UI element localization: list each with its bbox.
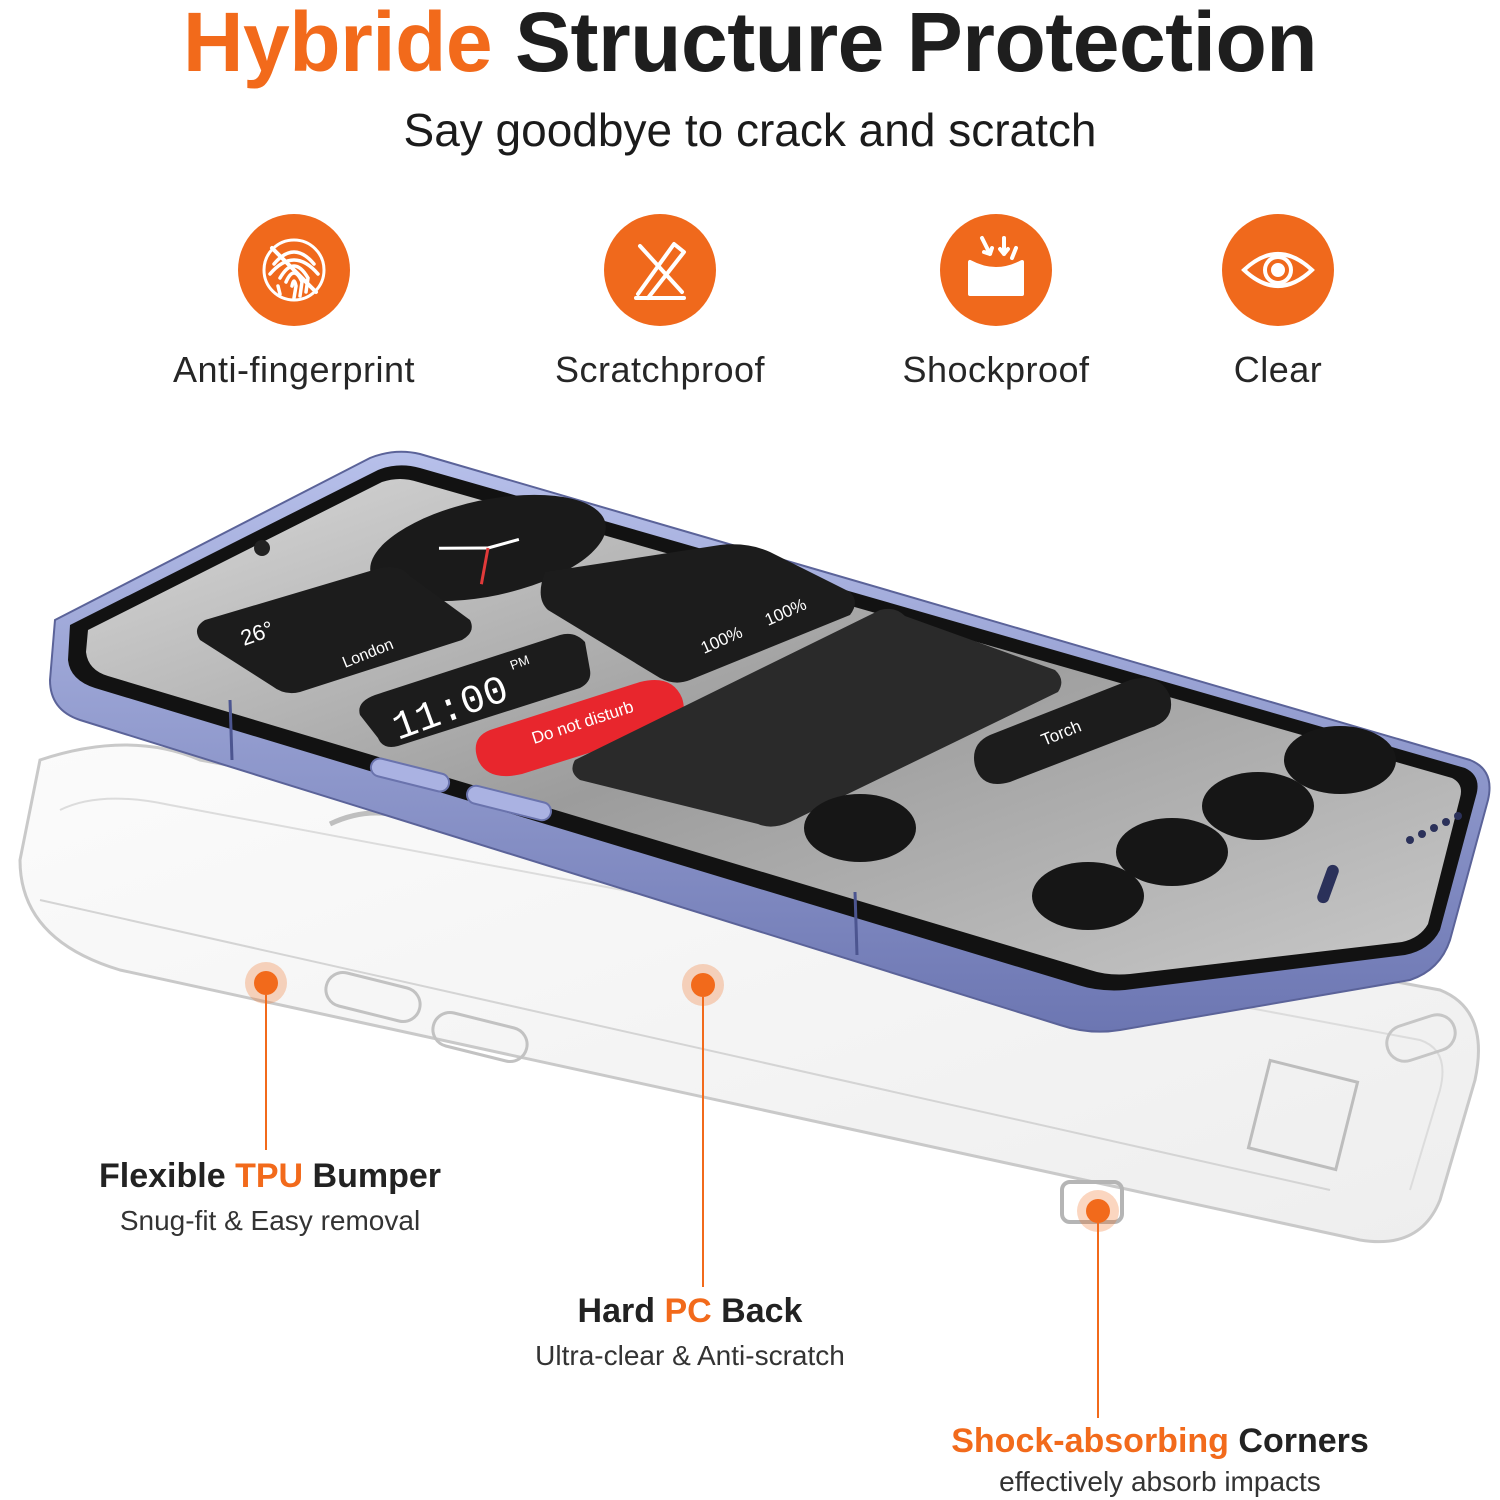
callout-subtitle: Ultra-clear & Anti-scratch <box>535 1340 845 1371</box>
page-subtitle: Say goodbye to crack and scratch <box>403 104 1097 156</box>
feature-anti-fingerprint: Anti-fingerprint <box>134 214 454 392</box>
impact-arrows-icon <box>940 214 1052 326</box>
corner-leader-line <box>1097 1223 1099 1418</box>
title-accent: Hybride <box>182 0 493 89</box>
bumper-marker <box>254 971 278 995</box>
callout-title: Shock-absorbing Corners <box>951 1422 1369 1460</box>
feature-shockproof: Shockproof <box>836 214 1156 392</box>
callout-title: Flexible TPU Bumper <box>99 1157 441 1195</box>
callout-back: Hard PC Back Ultra-clear & Anti-scratch <box>480 1290 900 1374</box>
clock-suffix: PM <box>508 652 531 673</box>
feature-scratchproof: Scratchproof <box>500 214 820 392</box>
feature-clear: Clear <box>1118 214 1438 392</box>
callout-title: Hard PC Back <box>577 1292 803 1330</box>
eye-icon <box>1222 214 1334 326</box>
callout-subtitle: effectively absorb impacts <box>999 1466 1321 1497</box>
bumper-leader-line <box>265 995 267 1150</box>
home-screen <box>196 494 1396 930</box>
title-rest: Structure Protection <box>514 0 1318 89</box>
corner-marker <box>1086 1199 1110 1223</box>
clear-case <box>18 743 1480 1244</box>
feature-label: Shockproof <box>902 349 1090 390</box>
back-marker <box>691 973 715 997</box>
page-title: Hybride Structure Protection <box>0 0 1500 84</box>
phone-and-case-illustration: 26° London 11:00 PM Do not disturb 100% … <box>18 450 1491 1244</box>
feature-label: Clear <box>1233 349 1323 390</box>
callout-corners: Shock-absorbing Corners effectively abso… <box>880 1420 1440 1500</box>
callout-bumper: Flexible TPU Bumper Snug-fit & Easy remo… <box>60 1155 480 1239</box>
feature-label: Scratchproof <box>554 349 766 390</box>
back-leader-line <box>702 997 704 1287</box>
callout-subtitle: Snug-fit & Easy removal <box>119 1205 421 1236</box>
blade-slash-icon <box>604 214 716 326</box>
feature-label: Anti-fingerprint <box>172 349 416 390</box>
fingerprint-slash-icon <box>238 214 350 326</box>
